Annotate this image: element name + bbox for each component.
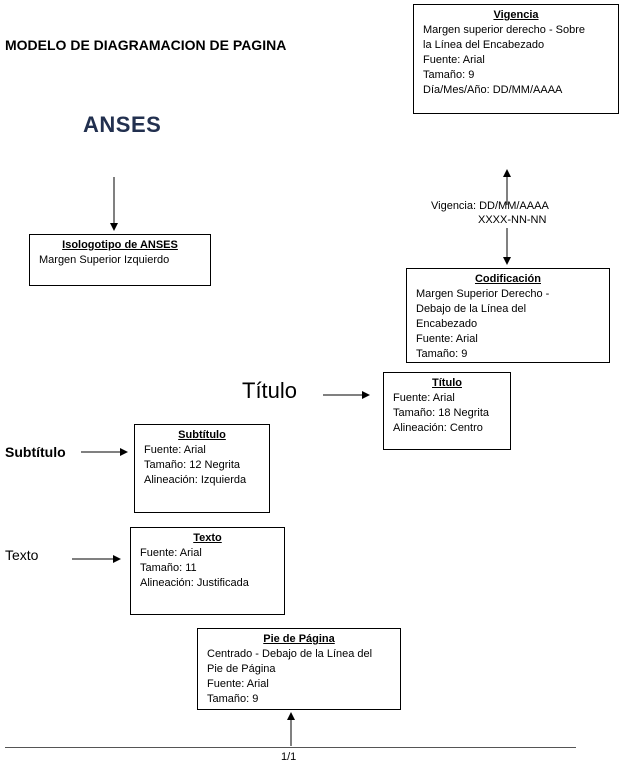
codificacion-box-title: Codificación xyxy=(474,273,541,285)
pie-line: Centrado - Debajo de la Línea del xyxy=(207,648,373,660)
vigencia-line: Día/Mes/Año: DD/MM/AAAA xyxy=(423,84,563,96)
pie-line: Tamaño: 9 xyxy=(207,693,259,705)
page-title: MODELO DE DIAGRAMACION DE PAGINA xyxy=(5,37,287,53)
codificacion-line: Margen Superior Derecho - xyxy=(416,288,550,300)
texto-box-title: Texto xyxy=(193,532,222,544)
texto-line: Fuente: Arial xyxy=(140,547,202,559)
subtitulo-line: Tamaño: 12 Negrita xyxy=(144,459,240,471)
titulo-line: Tamaño: 18 Negrita xyxy=(393,407,489,419)
pie-de-pagina-box: Pie de Página Centrado - Debajo de la Lí… xyxy=(197,628,401,710)
subtitulo-box-title: Subtítulo xyxy=(178,429,226,441)
anses-logo: ANSES xyxy=(83,112,162,137)
subtitulo-box: Subtítulo Fuente: Arial Tamaño: 12 Negri… xyxy=(134,424,270,513)
codificacion-box: Codificación Margen Superior Derecho - D… xyxy=(406,268,610,363)
vigencia-date-label: Vigencia: DD/MM/AAAA xyxy=(431,200,549,212)
texto-line: Alineación: Justificada xyxy=(140,577,249,589)
vigencia-line: Margen superior derecho - Sobre xyxy=(423,24,586,36)
titulo-example-label: Título xyxy=(242,378,298,403)
titulo-line: Alineación: Centro xyxy=(393,422,483,434)
texto-line: Tamaño: 11 xyxy=(140,562,197,574)
subtitulo-example-label: Subtítulo xyxy=(5,444,66,460)
page-number: 1/1 xyxy=(281,751,297,763)
titulo-line: Fuente: Arial xyxy=(393,392,455,404)
vigencia-line: Tamaño: 9 xyxy=(423,69,475,81)
titulo-box-title: Título xyxy=(432,377,462,389)
codificacion-line: Debajo de la Línea del xyxy=(416,303,527,315)
codificacion-line: Encabezado xyxy=(416,318,478,330)
pie-box-title: Pie de Página xyxy=(263,633,335,645)
vigencia-line: la Línea del Encabezado xyxy=(423,39,545,51)
isologotipo-box: Isologotipo de ANSES Margen Superior Izq… xyxy=(29,234,211,286)
vigencia-line: Fuente: Arial xyxy=(423,54,485,66)
pie-line: Pie de Página xyxy=(207,663,276,675)
titulo-box: Título Fuente: Arial Tamaño: 18 Negrita … xyxy=(383,372,511,450)
vigencia-box-title: Vigencia xyxy=(493,9,539,21)
footer-divider xyxy=(5,747,576,748)
texto-box: Texto Fuente: Arial Tamaño: 11 Alineació… xyxy=(130,527,285,615)
pie-line: Fuente: Arial xyxy=(207,678,269,690)
subtitulo-line: Fuente: Arial xyxy=(144,444,206,456)
subtitulo-line: Alineación: Izquierda xyxy=(144,474,247,486)
isologotipo-box-title: Isologotipo de ANSES xyxy=(62,239,178,251)
codificacion-line: Fuente: Arial xyxy=(416,333,478,345)
codificacion-line: Tamaño: 9 xyxy=(416,348,468,360)
texto-example-label: Texto xyxy=(5,547,39,563)
codification-number-label: XXXX-NN-NN xyxy=(478,214,547,226)
vigencia-box: Vigencia Margen superior derecho - Sobre… xyxy=(413,4,619,114)
isologotipo-line: Margen Superior Izquierdo xyxy=(39,254,170,266)
